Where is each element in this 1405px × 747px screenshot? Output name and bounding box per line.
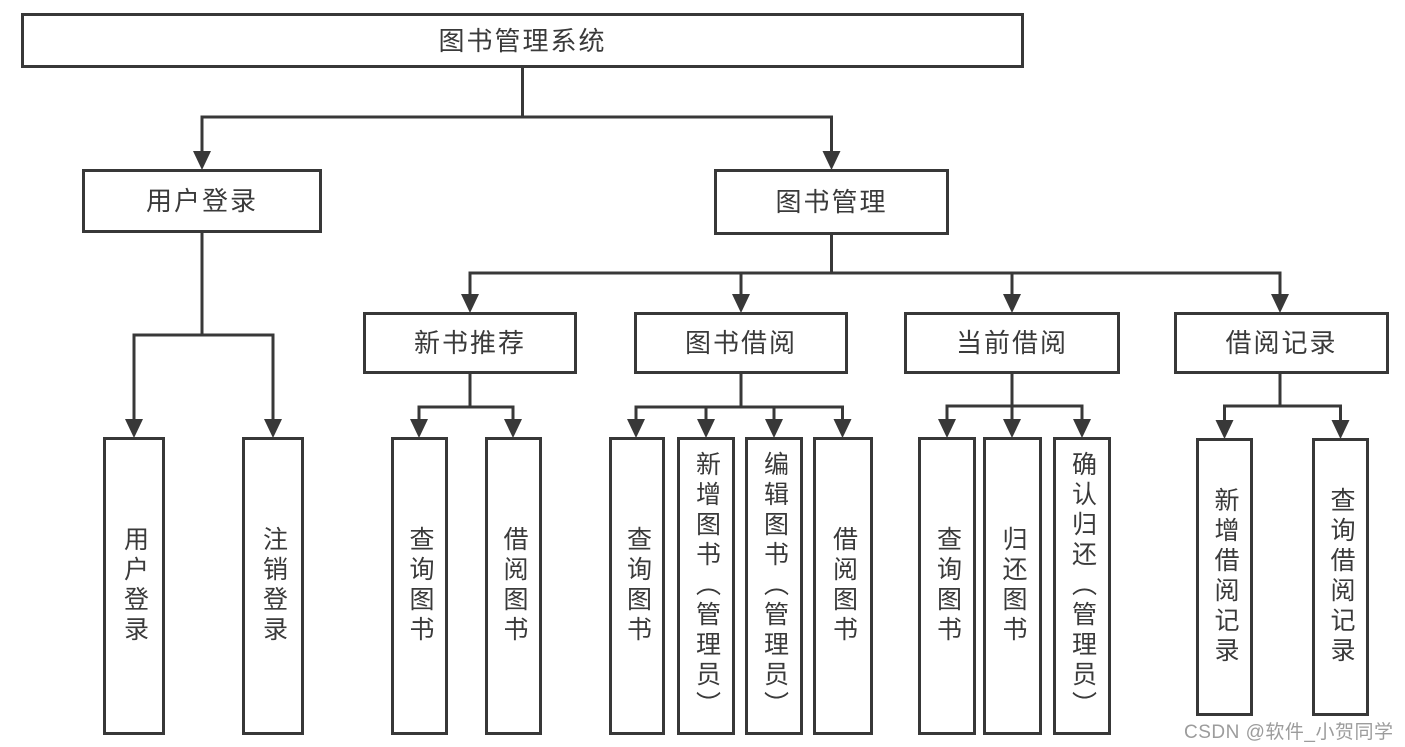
node-library-system: 图书管理系统 (21, 13, 1024, 68)
leaf-label: 借阅图书 (500, 526, 528, 646)
node-label: 图书管理 (775, 187, 888, 217)
leaf-label: 新增图书（管理员） (692, 451, 721, 721)
leaf-edit-book-admin: 编辑图书（管理员） (745, 437, 803, 735)
leaf-label: 查询借阅记录 (1327, 487, 1355, 667)
node-label: 当前借阅 (955, 328, 1068, 358)
leaf-label: 编辑图书（管理员） (760, 451, 789, 721)
connector-book-borrow-children (627, 373, 852, 438)
connector-borrow-records-children (1215, 373, 1350, 439)
leaf-label: 借阅图书 (829, 526, 858, 646)
connector-new-book-rec-children (410, 373, 522, 438)
node-label: 借阅记录 (1225, 328, 1338, 358)
node-label: 图书管理系统 (438, 25, 607, 56)
leaf-label: 查询图书 (406, 526, 434, 646)
node-current-borrowing: 当前借阅 (904, 312, 1120, 374)
node-label: 用户登录 (145, 186, 258, 216)
node-book-borrowing: 图书借阅 (634, 312, 848, 374)
leaf-logout: 注销登录 (242, 437, 304, 735)
leaf-add-borrow-record: 新增借阅记录 (1196, 438, 1253, 716)
leaf-borrow-books-recommend: 借阅图书 (485, 437, 542, 735)
leaf-return-book: 归还图书 (983, 437, 1042, 735)
leaf-label: 新增借阅记录 (1211, 487, 1239, 667)
leaf-label: 归还图书 (999, 526, 1027, 646)
connector-user-login-children (125, 232, 282, 438)
leaf-query-borrow-record: 查询借阅记录 (1312, 438, 1369, 716)
leaf-confirm-return-admin: 确认归还（管理员） (1053, 437, 1111, 735)
leaf-borrow-books: 借阅图书 (813, 437, 873, 735)
connector-current-borrow-children (938, 373, 1091, 438)
leaf-user-login: 用户登录 (103, 437, 165, 735)
leaf-label: 确认归还（管理员） (1068, 451, 1097, 721)
leaf-label: 注销登录 (259, 526, 288, 646)
leaf-query-books-current: 查询图书 (918, 437, 976, 735)
connector-book-mgmt-children (461, 234, 1289, 313)
node-label: 图书借阅 (684, 328, 797, 358)
connector-root-to-level2 (193, 68, 841, 170)
leaf-add-book-admin: 新增图书（管理员） (677, 437, 735, 735)
csdn-watermark: CSDN @软件_小贺同学 (1184, 722, 1394, 743)
node-label: 新书推荐 (413, 328, 526, 358)
leaf-query-books-recommend: 查询图书 (391, 437, 448, 735)
node-book-management: 图书管理 (714, 169, 949, 235)
leaf-query-books-borrowing: 查询图书 (609, 437, 665, 735)
node-borrow-records: 借阅记录 (1174, 312, 1389, 374)
node-new-book-recommend: 新书推荐 (363, 312, 577, 374)
leaf-label: 查询图书 (623, 526, 652, 646)
leaf-label: 用户登录 (120, 526, 149, 646)
leaf-label: 查询图书 (933, 526, 962, 646)
node-user-login: 用户登录 (82, 169, 322, 233)
